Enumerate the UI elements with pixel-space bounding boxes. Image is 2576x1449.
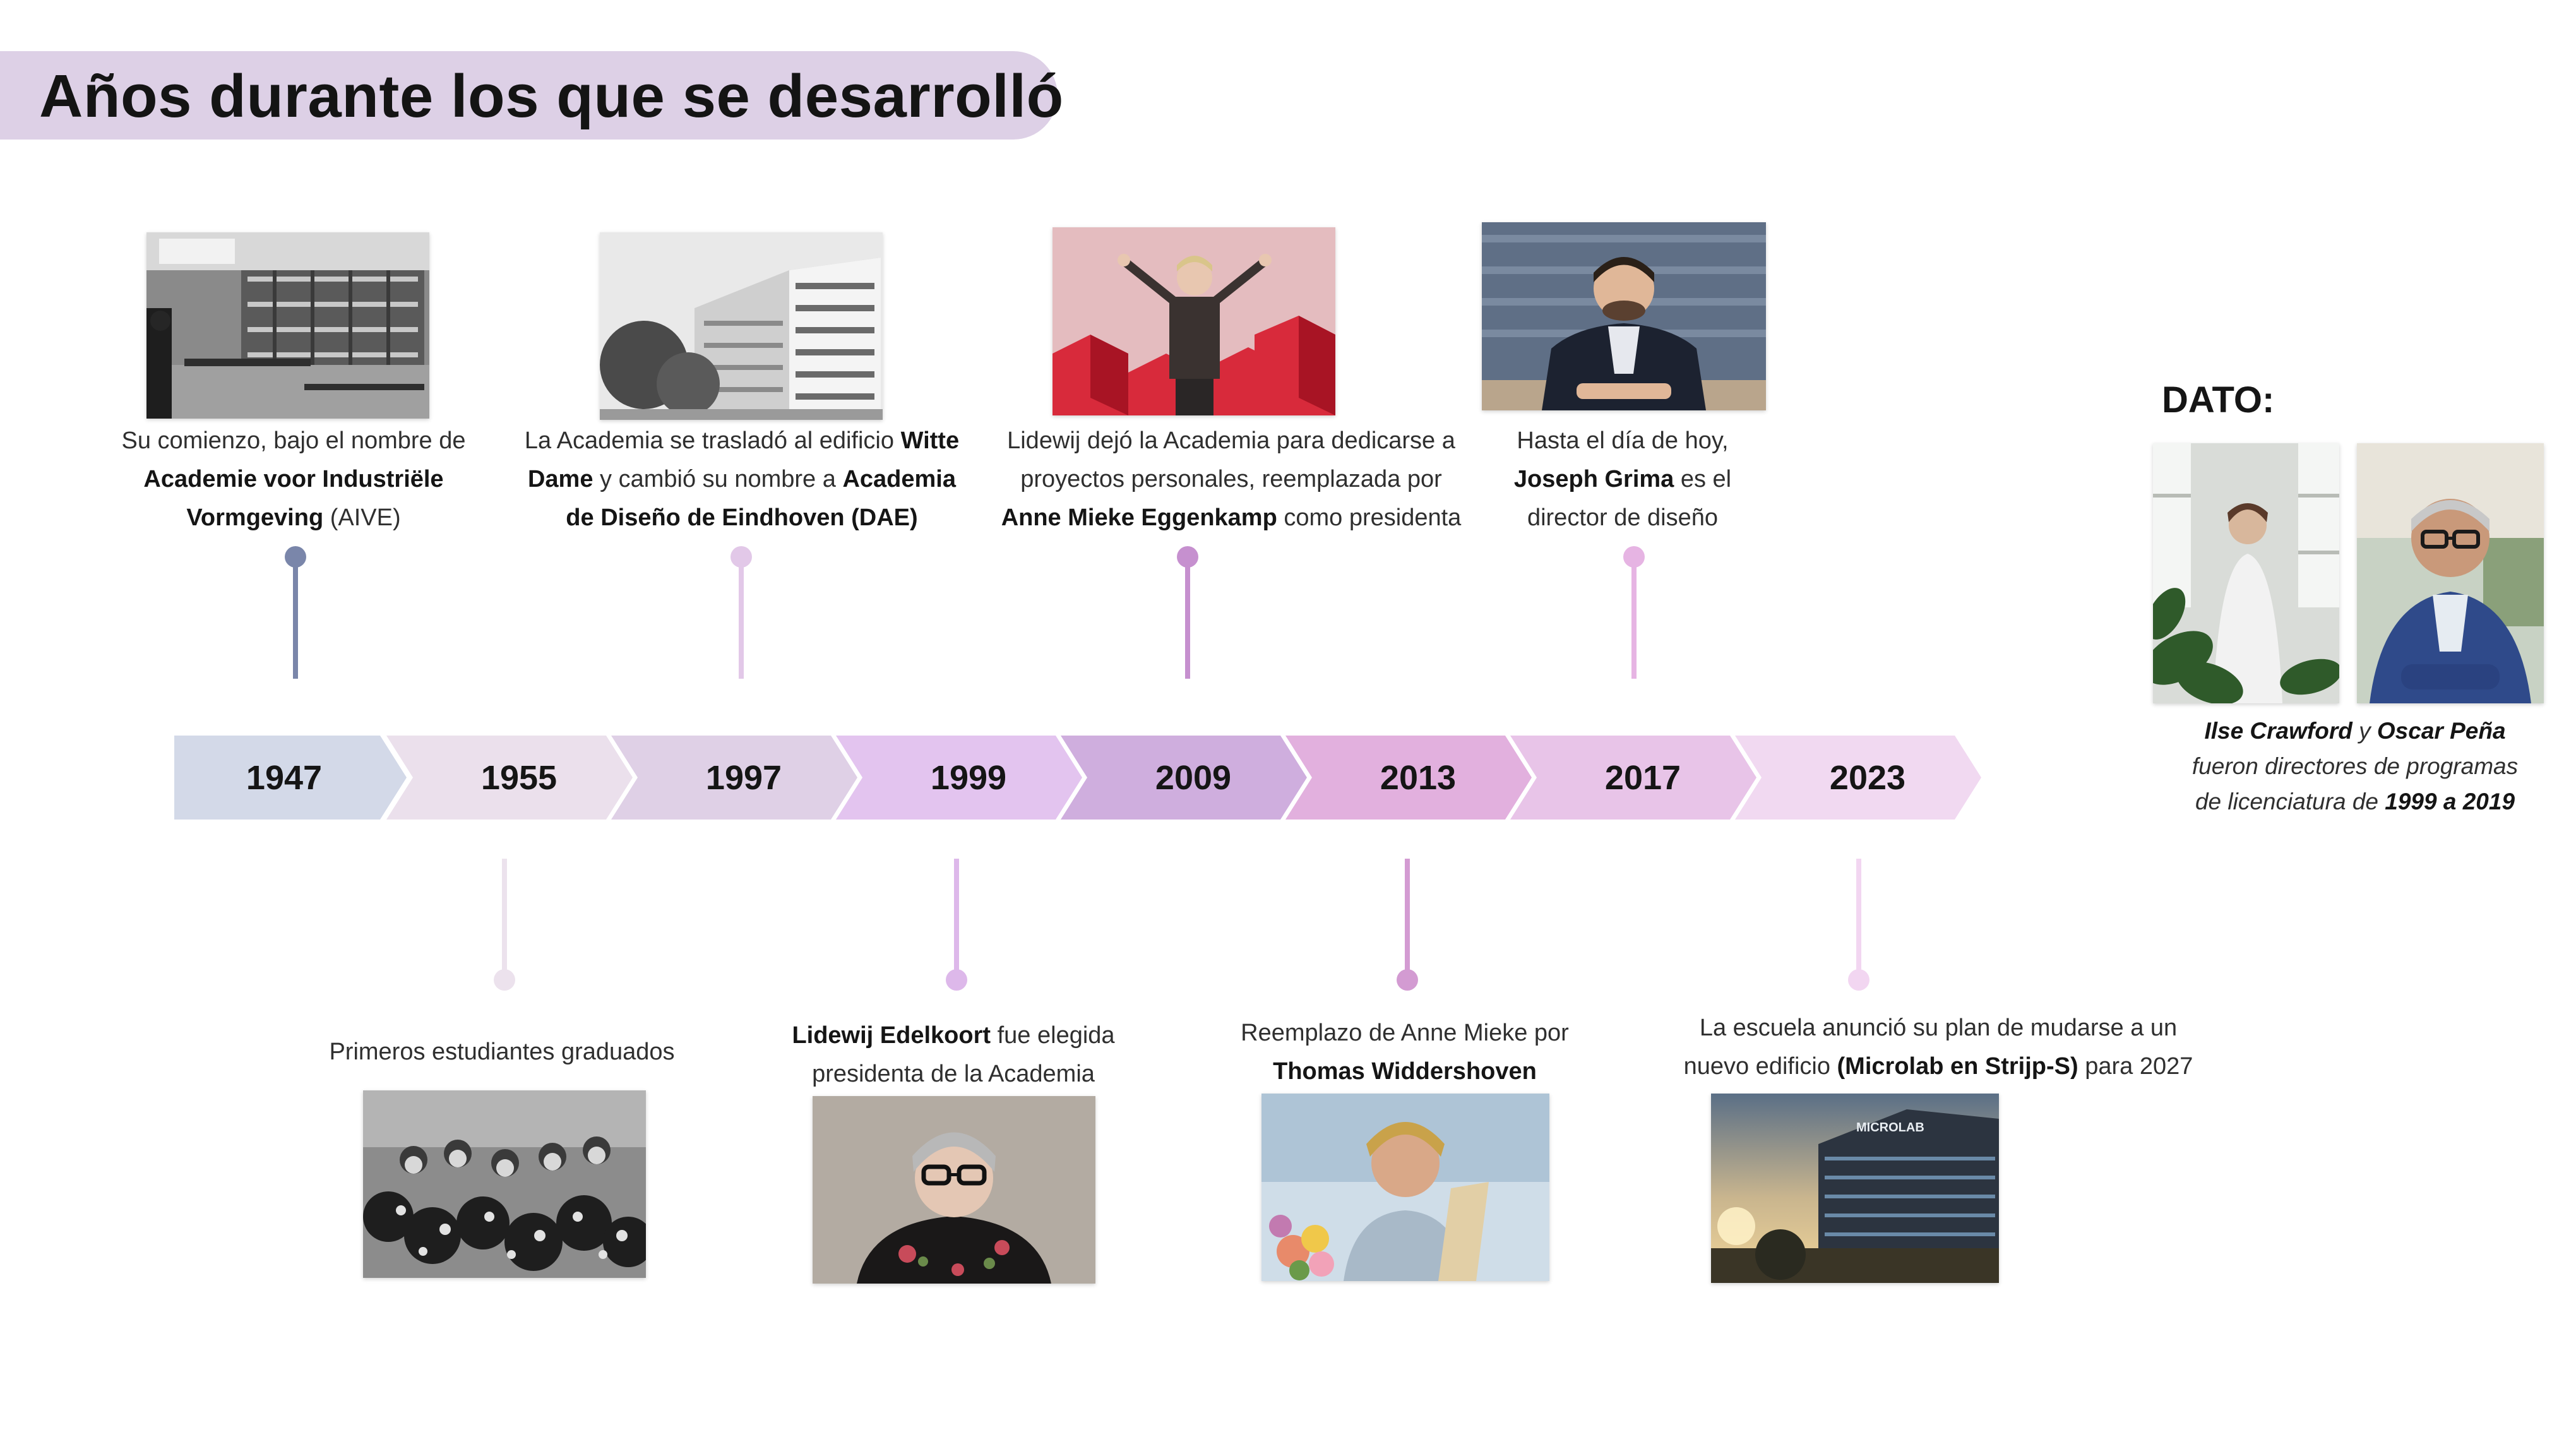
marker-stem-2009 bbox=[1185, 556, 1190, 679]
marker-stem-2023 bbox=[1856, 859, 1861, 975]
photo-2017-joseph-grima bbox=[1482, 222, 1766, 410]
marker-stem-1997 bbox=[739, 556, 744, 679]
microlab-sign: MICROLAB bbox=[1856, 1121, 1924, 1135]
marker-stem-2017 bbox=[1631, 556, 1637, 679]
photo-2023-microlab: MICROLAB bbox=[1711, 1094, 1999, 1283]
marker-dot-1955 bbox=[494, 969, 515, 991]
caption-2009: Lidewij dejó la Academia para dedicarse … bbox=[1001, 427, 1462, 531]
caption-1947: Su comienzo, bajo el nombre de Academie … bbox=[121, 427, 466, 531]
timeline-year-2013: 2013 bbox=[1285, 736, 1532, 820]
dato-caption: Ilse Crawford y Oscar Peña fueron direct… bbox=[2191, 718, 2519, 814]
caption-1997: La Academia se trasladó al edificio Witt… bbox=[524, 427, 960, 531]
timeline-year-2017: 2017 bbox=[1510, 736, 1756, 820]
marker-stem-1999 bbox=[954, 859, 959, 975]
photo-1997-building bbox=[600, 232, 883, 420]
dato-title: DATO: bbox=[2162, 379, 2275, 420]
photo-2013-thomas bbox=[1261, 1094, 1549, 1281]
timeline-year-1955: 1955 bbox=[386, 736, 633, 820]
photo-1947-workshop bbox=[146, 232, 429, 419]
timeline-year-1999: 1999 bbox=[836, 736, 1082, 820]
photo-1999-lidewij bbox=[813, 1096, 1095, 1284]
photo-ilse-crawford bbox=[2153, 443, 2339, 703]
timeline-year-1997: 1997 bbox=[611, 736, 857, 820]
caption-2013: Reemplazo de Anne Mieke por Thomas Widde… bbox=[1241, 1020, 1569, 1085]
caption-1955: Primeros estudiantes graduados bbox=[329, 1039, 675, 1065]
marker-dot-2013 bbox=[1397, 969, 1418, 991]
photo-oscar-pena bbox=[2357, 443, 2544, 703]
photo-1955-students bbox=[363, 1090, 646, 1278]
photo-2009-speaker bbox=[1052, 227, 1335, 415]
title-banner bbox=[0, 51, 1058, 140]
caption-2017: Hasta el día de hoy, Joseph Grima es el … bbox=[1513, 427, 1732, 531]
marker-dot-2023 bbox=[1848, 969, 1869, 991]
caption-1999: Lidewij Edelkoort fue elegida presidenta… bbox=[792, 1022, 1115, 1087]
page-title: Años durante los que se desarrolló bbox=[39, 63, 1064, 130]
timeline-year-1947: 1947 bbox=[174, 736, 407, 820]
marker-dot-1999 bbox=[946, 969, 967, 991]
timeline-year-2009: 2009 bbox=[1061, 736, 1307, 820]
marker-stem-1955 bbox=[502, 859, 507, 975]
marker-stem-2013 bbox=[1405, 859, 1410, 975]
caption-2023: La escuela anunció su plan de mudarse a … bbox=[1683, 1015, 2193, 1080]
marker-stem-1947 bbox=[293, 556, 298, 679]
timeline-year-2023: 2023 bbox=[1735, 736, 1981, 820]
